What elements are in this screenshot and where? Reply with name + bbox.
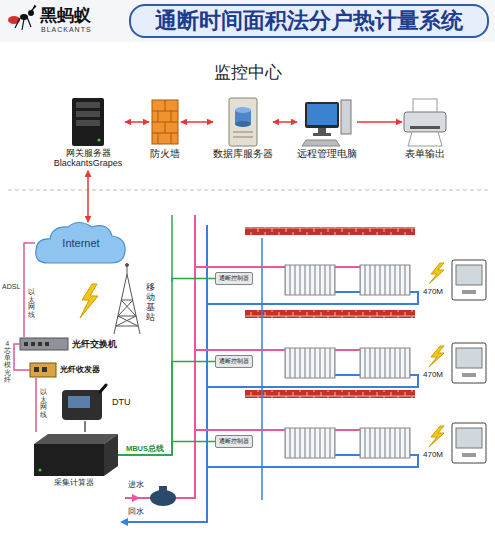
connector bbox=[24, 243, 35, 337]
flow-label: 回水 bbox=[128, 507, 144, 516]
node-label: 网关服务器 BlackantsGrapes bbox=[51, 148, 125, 169]
line-label: ADSL bbox=[2, 283, 20, 291]
node-label: 光纤交换机 bbox=[72, 339, 117, 349]
icon-area bbox=[62, 384, 108, 421]
node-label: 防火墙 bbox=[150, 148, 180, 160]
line-label: 以太网线 bbox=[28, 288, 35, 319]
icon-area bbox=[112, 272, 142, 334]
fiber-switch: 光纤交换机 bbox=[20, 337, 117, 351]
connector bbox=[35, 378, 37, 432]
controller-box: 通断控制器 bbox=[215, 355, 253, 368]
connector bbox=[14, 344, 30, 370]
remote-pc: 远程管理电脑 bbox=[297, 96, 357, 162]
node-label: 表单输出 bbox=[405, 148, 445, 160]
node-label: 通断控制器 bbox=[219, 358, 249, 365]
node-label: 采集计算器 bbox=[54, 478, 94, 487]
base-station: 移动基站 bbox=[112, 272, 155, 334]
section-heading: 监控中心 bbox=[214, 63, 282, 83]
icon-area bbox=[20, 337, 68, 351]
title-text: 通断时间面积法分户热计量系统 bbox=[155, 8, 463, 33]
collector-computer: 采集计算器 bbox=[30, 432, 118, 489]
gateway-server: 网关服务器 BlackantsGrapes bbox=[51, 96, 125, 171]
internet-cloud: Internet bbox=[35, 222, 127, 264]
icon-area bbox=[402, 96, 448, 148]
dtu-device: DTU bbox=[62, 384, 131, 421]
node-label: 移动基站 bbox=[146, 283, 155, 323]
icon-area bbox=[303, 96, 351, 148]
frequency-label: 470M bbox=[423, 450, 443, 459]
node-label: 数据库服务器 bbox=[213, 148, 273, 160]
connector bbox=[84, 421, 86, 432]
edge-label: MBUS总线 bbox=[125, 445, 165, 454]
printer: 表单输出 bbox=[402, 96, 448, 162]
brand-name: 黑蚂蚁 bbox=[40, 6, 91, 26]
connector bbox=[118, 361, 215, 455]
connector bbox=[181, 121, 213, 123]
icon-area bbox=[30, 362, 56, 378]
node-label: DTU bbox=[112, 397, 131, 407]
node-label: Internet bbox=[62, 237, 99, 250]
icon-area bbox=[149, 96, 181, 148]
title-band: 通断时间面积法分户热计量系统 bbox=[130, 5, 488, 37]
frequency-label: 470M bbox=[423, 287, 443, 296]
node-label: 光纤收发器 bbox=[60, 365, 100, 374]
node-label: 通断控制器 bbox=[219, 438, 249, 445]
controller-box: 通断控制器 bbox=[215, 435, 253, 448]
brand-latin: BLACKANTS bbox=[41, 26, 92, 34]
icon-area bbox=[223, 96, 263, 148]
connector bbox=[118, 441, 215, 455]
frequency-label: 470M bbox=[423, 370, 443, 379]
connector bbox=[118, 278, 215, 455]
icon-area bbox=[68, 96, 108, 148]
controller-box: 通断控制器 bbox=[215, 272, 253, 285]
line-label: 4芯单模光纤 bbox=[4, 340, 11, 383]
node-label: 通断控制器 bbox=[219, 275, 249, 282]
connector bbox=[357, 121, 402, 123]
database-server: 数据库服务器 bbox=[213, 96, 273, 162]
node-label: 远程管理电脑 bbox=[297, 148, 357, 160]
line-label: 以太网线 bbox=[40, 388, 47, 419]
flow-label: 进水 bbox=[128, 480, 144, 489]
connector bbox=[273, 121, 297, 123]
fiber-transceiver: 光纤收发器 bbox=[30, 362, 100, 378]
icon-area bbox=[30, 432, 118, 478]
connector bbox=[87, 171, 89, 222]
connector bbox=[125, 121, 149, 123]
firewall: 防火墙 bbox=[149, 96, 181, 162]
